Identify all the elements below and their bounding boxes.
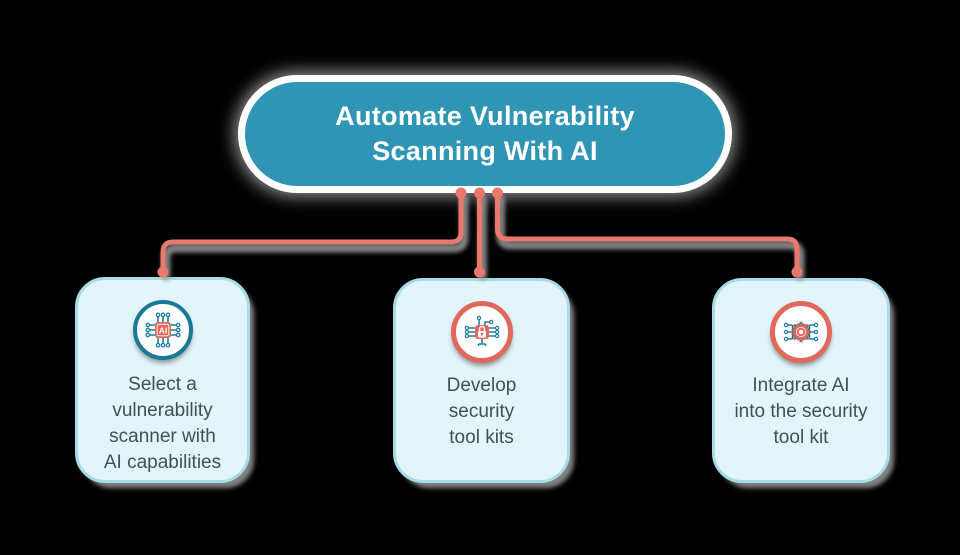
- root-node: Automate Vulnerability Scanning With AI: [245, 82, 725, 186]
- security-lock-circuit-icon: [450, 301, 513, 363]
- connector-shadows: [161, 194, 805, 281]
- gear-circuit-icon: [770, 301, 832, 363]
- node-develop-toolkits: Develop security tool kits: [393, 278, 570, 483]
- connector-paths: [160, 190, 800, 273]
- ai-chip-icon: AI: [132, 300, 193, 360]
- svg-text:AI: AI: [158, 325, 167, 335]
- node-label: Develop security tool kits: [446, 375, 517, 448]
- node-label: Integrate AI into the security tool kit: [734, 375, 868, 448]
- edge-right: [495, 190, 800, 273]
- connector-dots: [157, 187, 803, 278]
- node-label: Select a vulnerability scanner with AI c…: [103, 374, 222, 473]
- edge-left: [160, 190, 464, 273]
- root-title-line1: Automate Vulnerability: [335, 101, 635, 131]
- root-title-line2: Scanning With AI: [372, 136, 598, 166]
- node-integrate-ai: Integrate AI into the security tool kit: [712, 278, 890, 483]
- node-select-scanner: AI Select a vulnerability scanner with A…: [75, 277, 250, 483]
